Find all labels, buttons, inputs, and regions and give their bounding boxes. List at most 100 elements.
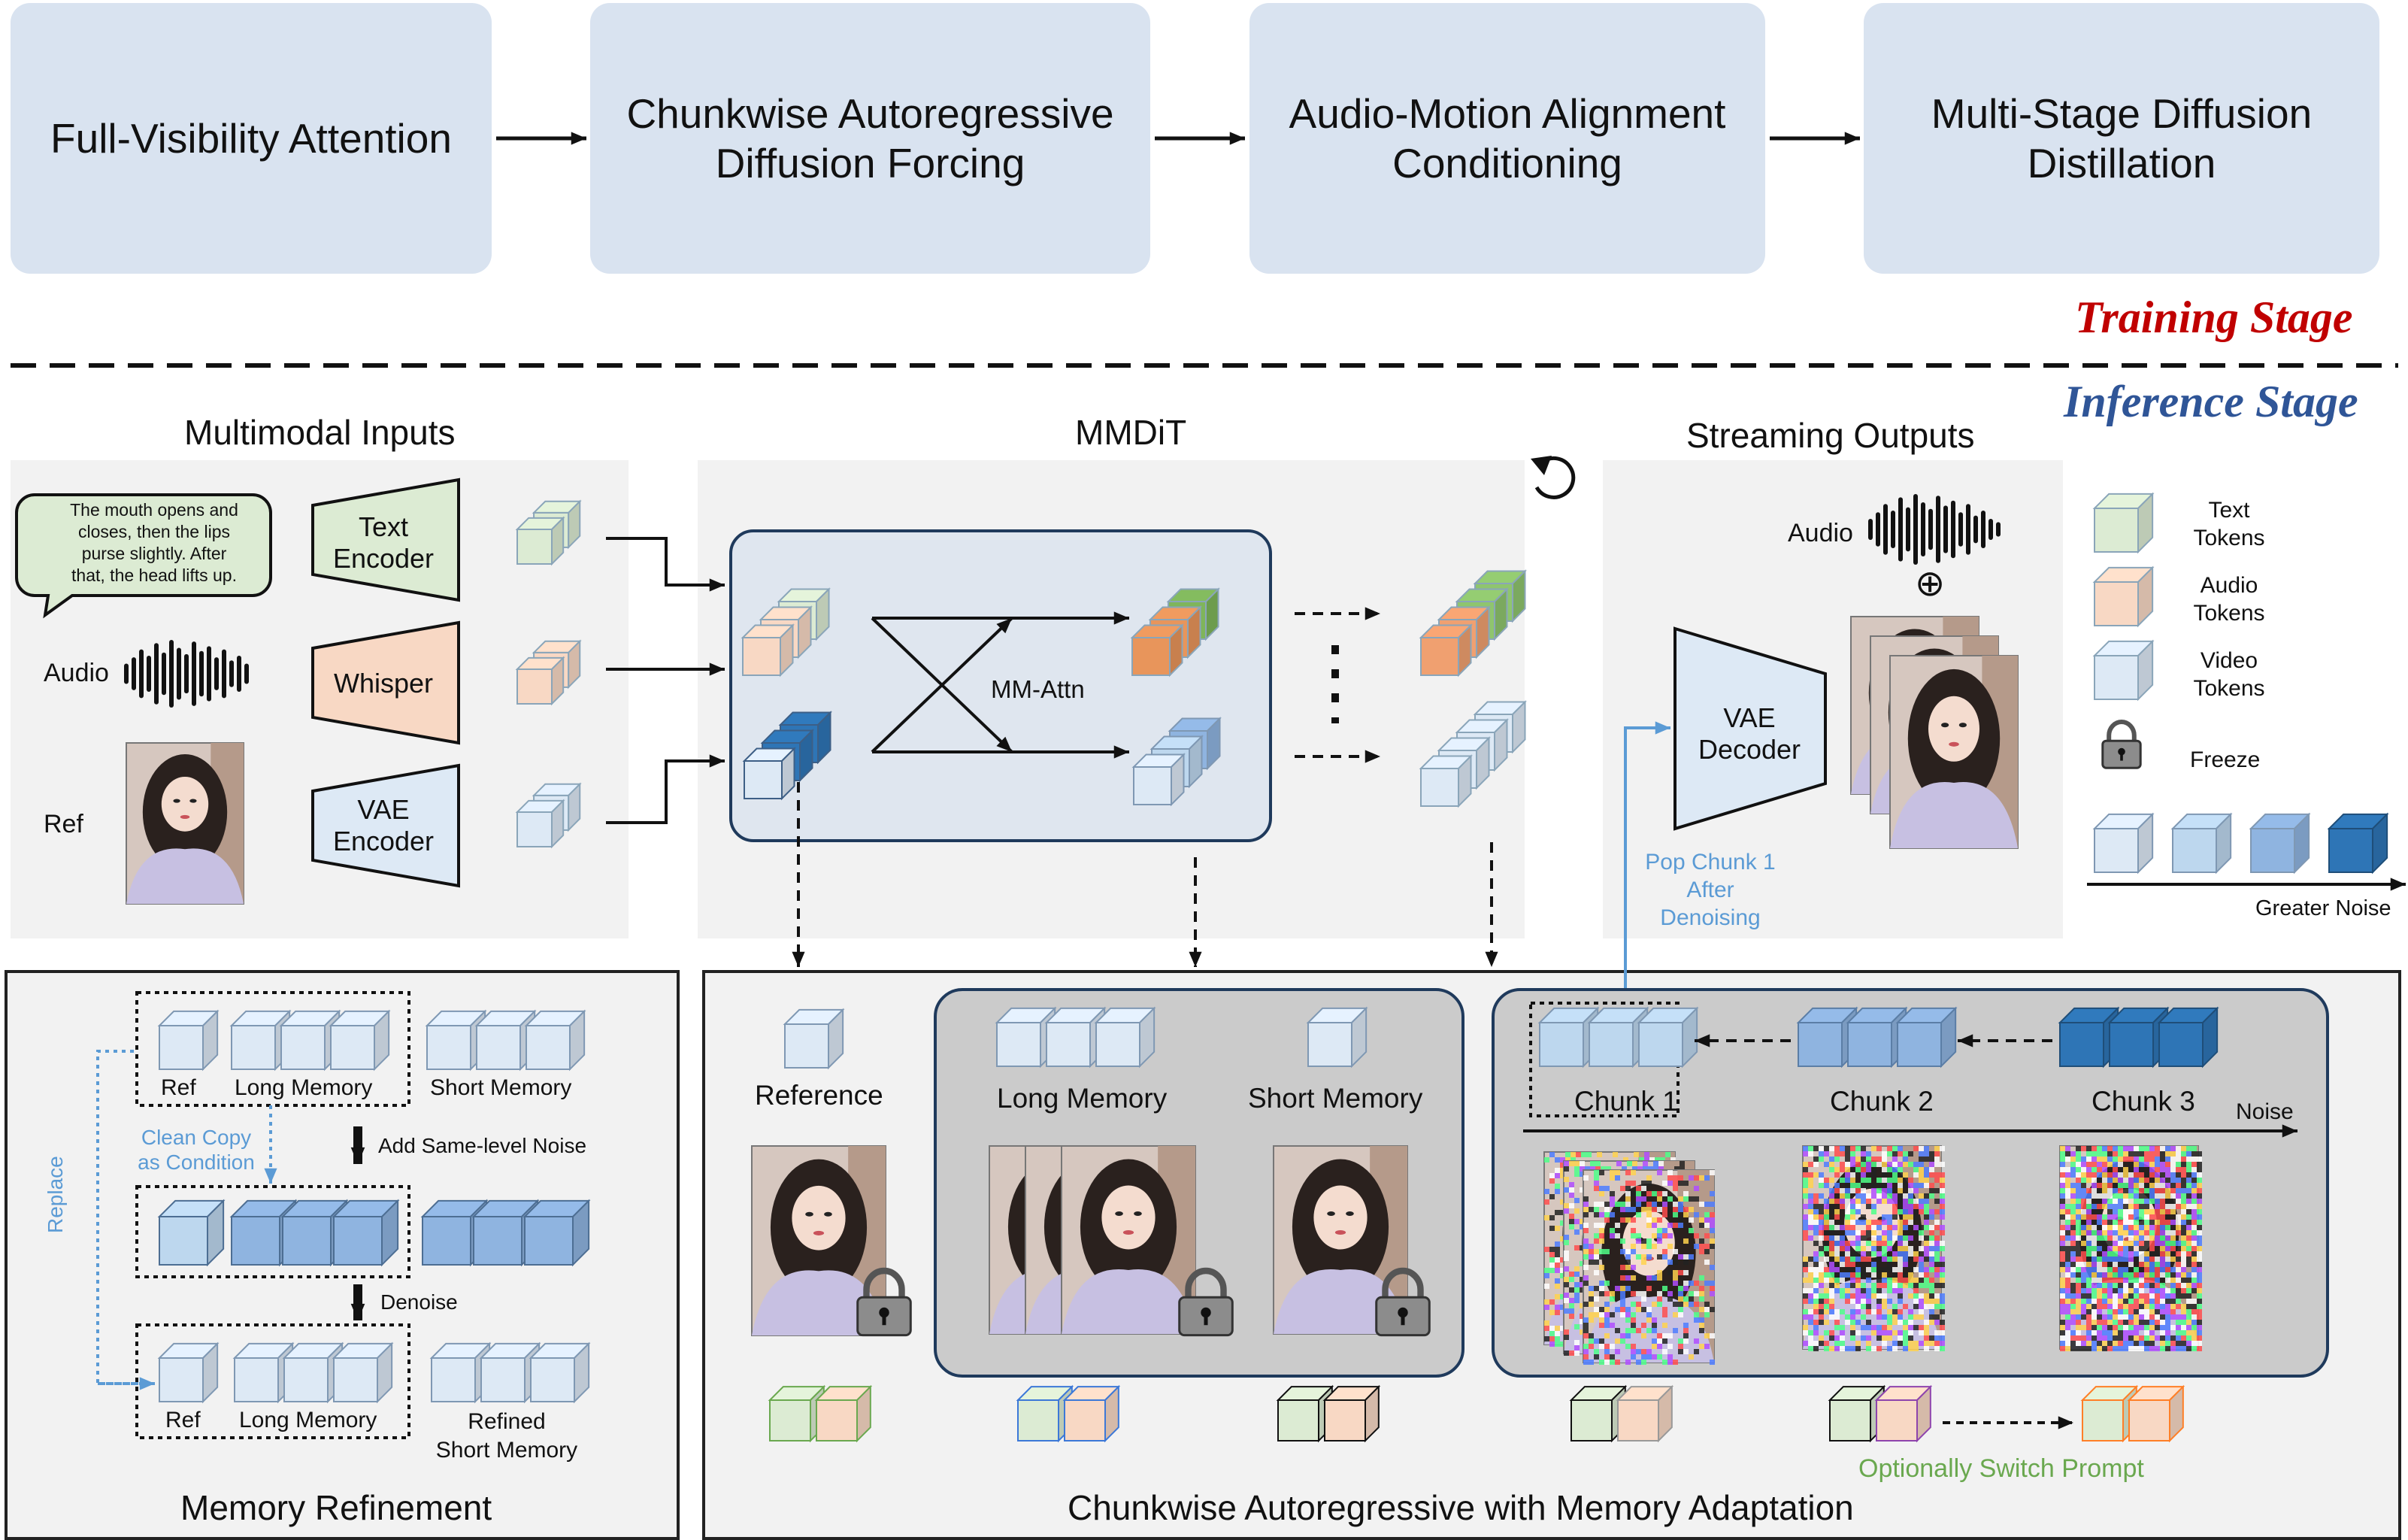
cube-front bbox=[231, 1025, 276, 1070]
cw-switched-prompt-cube bbox=[2127, 1384, 2185, 1443]
noise-pixel bbox=[1631, 1217, 1636, 1223]
legend-audio-token-cube bbox=[2092, 565, 2155, 628]
cube-front bbox=[1095, 1022, 1140, 1067]
noise-pixel bbox=[1657, 1291, 1662, 1296]
cube-front bbox=[2328, 828, 2373, 873]
noise-pixel bbox=[2144, 1304, 2149, 1309]
noise-pixel bbox=[1855, 1241, 1861, 1246]
noise-pixel bbox=[2102, 1272, 2107, 1278]
noise-pixel bbox=[1636, 1349, 1641, 1354]
noise-pixel bbox=[1834, 1278, 1840, 1283]
noise-pixel bbox=[2091, 1278, 2097, 1283]
noise-pixel bbox=[2118, 1220, 2123, 1225]
noise-pixel bbox=[2107, 1346, 2113, 1351]
noise-pixel bbox=[2155, 1225, 2160, 1230]
noise-pixel bbox=[1887, 1199, 1892, 1204]
noise-pixel bbox=[1940, 1246, 1945, 1251]
noise-pixel bbox=[1699, 1286, 1704, 1291]
noise-pixel bbox=[1919, 1146, 1924, 1151]
noise-pixel bbox=[1803, 1257, 1808, 1262]
noise-pixel bbox=[1673, 1275, 1678, 1281]
noise-pixel bbox=[1898, 1320, 1903, 1325]
noise-pixel bbox=[2176, 1272, 2181, 1278]
noise-pixel bbox=[1876, 1235, 1882, 1241]
noise-pixel bbox=[1850, 1241, 1855, 1246]
noise-pixel bbox=[2118, 1246, 2123, 1251]
noise-pixel bbox=[1929, 1246, 1934, 1251]
cube-front bbox=[1897, 1022, 1942, 1067]
noise-pixel bbox=[1866, 1241, 1871, 1246]
noise-pixel bbox=[2197, 1335, 2202, 1341]
noise-pixel bbox=[2113, 1288, 2118, 1293]
noise-pixel bbox=[1694, 1349, 1699, 1354]
noise-pixel bbox=[1871, 1325, 1876, 1330]
noise-pixel bbox=[2118, 1172, 2123, 1178]
noise-pixel bbox=[1631, 1265, 1636, 1270]
noise-pixel bbox=[1560, 1268, 1565, 1273]
noise-pixel bbox=[1903, 1157, 1908, 1162]
noise-pixel bbox=[1850, 1220, 1855, 1225]
noise-pixel bbox=[1829, 1299, 1834, 1304]
noise-pixel bbox=[1866, 1299, 1871, 1304]
noise-pixel bbox=[1657, 1217, 1662, 1223]
noise-pixel bbox=[2149, 1299, 2155, 1304]
noise-pixel bbox=[2113, 1304, 2118, 1309]
noise-pixel bbox=[1662, 1360, 1667, 1365]
noise-pixel bbox=[2123, 1335, 2128, 1341]
noise-pixel bbox=[2181, 1167, 2186, 1172]
noise-pixel bbox=[1555, 1326, 1560, 1331]
noise-pixel bbox=[1646, 1223, 1652, 1228]
noise-pixel bbox=[2065, 1283, 2070, 1288]
noise-pixel bbox=[2191, 1172, 2197, 1178]
mr-add-noise-label: Add Same-level Noise bbox=[378, 1134, 587, 1157]
noise-pixel bbox=[2102, 1257, 2107, 1262]
noise-pixel bbox=[2102, 1241, 2107, 1246]
noise-pixel bbox=[2113, 1278, 2118, 1283]
noise-pixel bbox=[2181, 1183, 2186, 1188]
legend-noise-level-cube bbox=[2327, 812, 2389, 875]
noise-pixel bbox=[1913, 1188, 1919, 1193]
noise-pixel bbox=[1882, 1283, 1887, 1288]
noise-pixel bbox=[2134, 1188, 2139, 1193]
noise-pixel bbox=[1808, 1178, 1813, 1183]
noise-pixel bbox=[1840, 1346, 1845, 1351]
noise-pixel bbox=[2128, 1314, 2134, 1320]
noise-pixel bbox=[1924, 1346, 1929, 1351]
noise-pixel bbox=[1861, 1178, 1866, 1183]
noise-pixel bbox=[1683, 1286, 1689, 1291]
noise-pixel bbox=[1898, 1199, 1903, 1204]
noise-pixel bbox=[1667, 1244, 1673, 1249]
noise-pixel bbox=[2113, 1225, 2118, 1230]
noise-pixel bbox=[2197, 1330, 2202, 1335]
noise-pixel bbox=[1699, 1328, 1704, 1333]
noise-pixel bbox=[1845, 1151, 1850, 1157]
noise-pixel bbox=[1908, 1199, 1913, 1204]
noise-pixel bbox=[1813, 1304, 1819, 1309]
noise-pixel bbox=[1590, 1166, 1595, 1172]
noise-pixel bbox=[1919, 1278, 1924, 1283]
noise-pixel bbox=[1834, 1325, 1840, 1330]
noise-pixel bbox=[1641, 1260, 1646, 1265]
noise-pixel bbox=[1913, 1162, 1919, 1167]
noise-pixel bbox=[1594, 1312, 1599, 1317]
noise-pixel bbox=[1861, 1157, 1866, 1162]
noise-pixel bbox=[1861, 1220, 1866, 1225]
noise-pixel bbox=[2081, 1157, 2086, 1162]
noise-pixel bbox=[1652, 1217, 1657, 1223]
noise-pixel bbox=[2076, 1304, 2081, 1309]
noise-pixel bbox=[2165, 1225, 2170, 1230]
noise-pixel bbox=[2155, 1178, 2160, 1183]
noise-pixel bbox=[1898, 1209, 1903, 1214]
cw-short-memory-frame bbox=[1273, 1145, 1408, 1335]
noise-pixel bbox=[1594, 1223, 1599, 1228]
noise-pixel bbox=[1636, 1254, 1641, 1260]
noise-pixel bbox=[1678, 1175, 1683, 1181]
noise-pixel bbox=[1662, 1207, 1667, 1212]
noise-pixel bbox=[1850, 1183, 1855, 1188]
portrait-eye-left bbox=[173, 799, 180, 803]
noise-pixel bbox=[2076, 1335, 2081, 1341]
noise-pixel bbox=[1855, 1272, 1861, 1278]
noise-pixel bbox=[2107, 1335, 2113, 1341]
noise-pixel bbox=[1549, 1326, 1555, 1331]
noise-pixel bbox=[1653, 1166, 1658, 1172]
